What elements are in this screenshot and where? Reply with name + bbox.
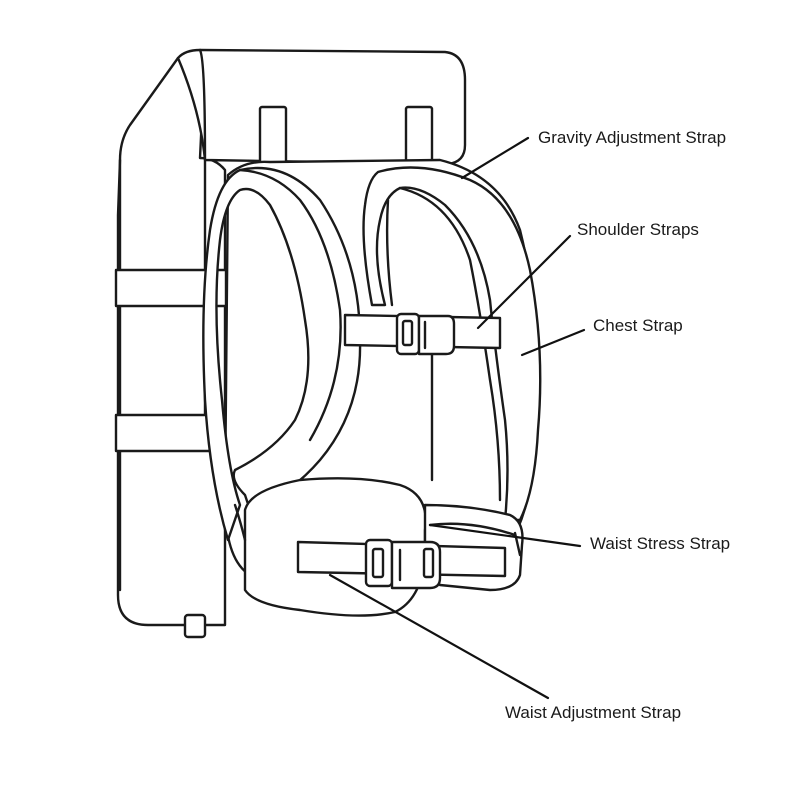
leader-waist-stress [428, 523, 582, 548]
backpack-body [116, 50, 227, 627]
leader-shoulder [476, 234, 572, 330]
backpack-front-edge [198, 48, 207, 432]
label-shoulder-straps: Shoulder Straps [577, 220, 699, 239]
leader-waist-adjust [328, 573, 550, 700]
chest-buckle-right [417, 314, 456, 356]
shoulder-strap-left [202, 166, 362, 542]
label-gravity-adjustment-strap: Gravity Adjustment Strap [538, 128, 727, 147]
label-waist-stress-strap: Waist Stress Strap [590, 534, 731, 553]
gravity-strap-loop-left [258, 105, 288, 171]
backpack-top-lid [176, 48, 467, 166]
label-chest-strap: Chest Strap [593, 316, 683, 335]
backpack-foot [183, 613, 207, 639]
label-waist-adjustment-strap: Waist Adjustment Strap [505, 703, 682, 722]
leader-chest [520, 328, 586, 357]
leader-gravity [460, 136, 530, 180]
